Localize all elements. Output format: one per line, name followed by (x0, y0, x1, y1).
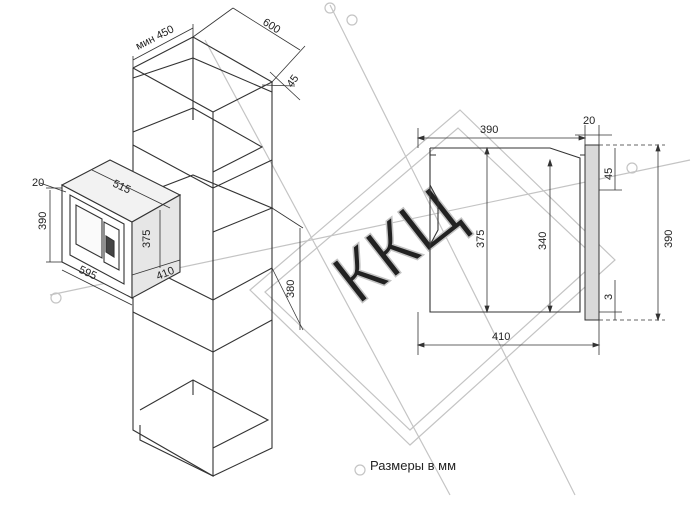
microwave-unit (60, 159, 182, 299)
cabinet-depth-label: 600 (260, 16, 282, 36)
overall-depth-label: 410 (492, 331, 510, 343)
left-dimension-lines (39, 7, 306, 331)
watermark-text: ККЦ (318, 171, 475, 318)
left-dimension-labels: мин 450 600 45 20 390 515 375 410 595 38… (32, 16, 301, 298)
frame-thickness-top-label: 20 (583, 115, 595, 127)
body-depth-top-label: 390 (480, 124, 498, 136)
frame-height-right-label: 390 (663, 230, 675, 248)
right-dimension-labels: 390 20 375 340 390 45 3 410 (475, 115, 675, 343)
body-height-label: 375 (141, 230, 153, 248)
side-view-frame (580, 144, 600, 321)
body-height-inner-label: 340 (537, 232, 549, 250)
top-gap-label: 45 (285, 73, 302, 90)
body-height-outer-label: 375 (475, 230, 487, 248)
side-view-body (429, 147, 581, 313)
right-dimension-lines (416, 125, 665, 355)
frame-thickness-label: 20 (32, 177, 44, 189)
frame-top-offset-label: 45 (603, 168, 615, 180)
units-caption: Размеры в мм (370, 458, 457, 473)
frame-height-label: 390 (37, 212, 49, 230)
niche-height-label: 380 (285, 280, 297, 298)
cabinet-column (132, 36, 274, 477)
frame-bottom-offset-label: 3 (603, 294, 615, 300)
